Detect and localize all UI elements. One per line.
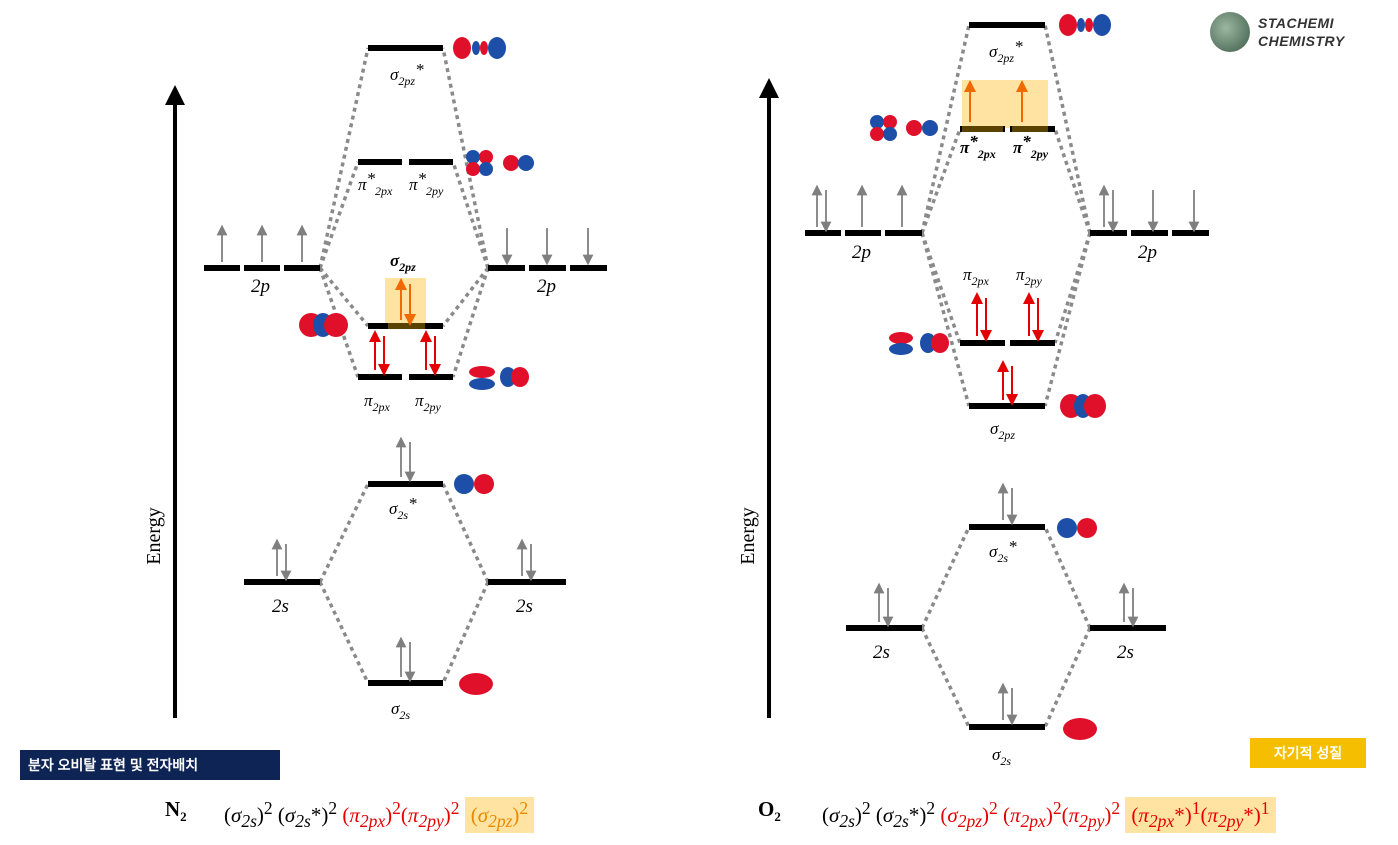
n2-atomic-electrons	[216, 224, 594, 683]
n2-pi2py-star-label: π*2py	[409, 169, 444, 198]
o2-2s-left-label: 2s	[873, 642, 890, 663]
n2-connectors	[318, 47, 490, 684]
o2-pi2px-star-label: π*2px	[960, 132, 996, 161]
sigma2pz-star-orbital-icon	[453, 37, 506, 59]
o2-atomic-electrons	[811, 184, 1200, 726]
n2-2p-left-label: 2p	[251, 276, 270, 297]
o2-pi-star-highlight	[962, 80, 1048, 128]
o2-sigma2pz-label: σ2pz	[990, 419, 1015, 442]
sigma2pz-orbital-icon	[1060, 394, 1106, 418]
brand-line-2: CHEMISTRY	[1258, 33, 1345, 49]
sigma2pz-star-orbital-icon	[1059, 14, 1111, 36]
o2-configuration: (σ2s)2 (σ2s*)2 (σ2pz)2 (π2px)2(π2py)2 (π…	[822, 797, 1276, 833]
n2-sigma2pz-highlight	[385, 278, 426, 326]
section-tag-magnetic: 자기적 성질	[1250, 738, 1366, 768]
n2-pi2px-star-label: π*2px	[358, 169, 393, 198]
n2-sigma2s-star-label: σ2s*	[389, 494, 417, 522]
n2-energy-label: Energy	[143, 507, 165, 564]
sigma2pz-orbital-icon	[299, 313, 348, 337]
o2-pi2px-label: π2px	[963, 265, 990, 288]
o2-pi-star-electrons	[964, 80, 1028, 122]
n2-pi2py-label: π2py	[415, 391, 442, 414]
o2-connectors	[920, 24, 1092, 728]
n2-sigma2pz-label: σ2pz	[390, 251, 416, 274]
o2-pi2py-star-label: π*2py	[1013, 132, 1049, 161]
o2-levels	[805, 22, 1209, 730]
n2-molecule-label: N2	[165, 797, 187, 825]
pi-star-orbital-icon	[870, 115, 938, 141]
n2-configuration: (σ2s)2 (σ2s*)2 (π2px)2(π2py)2 (σ2pz)2	[224, 797, 535, 833]
pi-orbital-icon	[469, 366, 529, 390]
sigma2s-orbital-icon	[459, 673, 493, 695]
o2-sigma2s-label: σ2s	[992, 745, 1011, 768]
n2-sigma2s-label: σ2s	[391, 699, 410, 722]
avatar	[1210, 12, 1250, 52]
o2-2p-left-label: 2p	[852, 242, 871, 263]
n2-pi-electrons	[369, 330, 441, 376]
n2-levels	[204, 45, 607, 686]
n2-sigma2pz-star-label: σ2pz*	[390, 60, 424, 88]
o2-sigma2pz-star-label: σ2pz*	[989, 37, 1023, 65]
sigma2s-star-orbital-icon	[1057, 518, 1097, 538]
o2-orbital-images	[870, 14, 1111, 740]
pi-orbital-icon	[889, 332, 949, 355]
sigma2s-star-orbital-icon	[454, 474, 494, 494]
brand-logo: STACHEMI CHEMISTRY	[1210, 12, 1345, 52]
n2-orbital-images	[299, 37, 534, 695]
o2-pi2py-label: π2py	[1016, 265, 1043, 288]
sigma2s-orbital-icon	[1063, 718, 1097, 740]
brand-line-1: STACHEMI	[1258, 15, 1335, 31]
n2-diagram: Energy	[143, 37, 607, 722]
pi-star-orbital-icon	[466, 150, 534, 176]
o2-molecule-label: O2	[758, 797, 781, 825]
o2-2s-right-label: 2s	[1117, 642, 1134, 663]
o2-energy-label: Energy	[737, 507, 759, 564]
n2-2p-right-label: 2p	[537, 276, 556, 297]
o2-2p-right-label: 2p	[1138, 242, 1157, 263]
n2-pi2px-label: π2px	[364, 391, 391, 414]
o2-bonding-electrons	[971, 292, 1044, 406]
section-tag-orbital-config: 분자 오비탈 표현 및 전자배치	[20, 750, 280, 780]
o2-sigma2s-star-label: σ2s*	[989, 537, 1017, 565]
n2-2s-left-label: 2s	[272, 596, 289, 617]
n2-sigma2pz-electrons	[395, 278, 416, 326]
o2-diagram: Energy	[737, 14, 1209, 768]
n2-2s-right-label: 2s	[516, 596, 533, 617]
